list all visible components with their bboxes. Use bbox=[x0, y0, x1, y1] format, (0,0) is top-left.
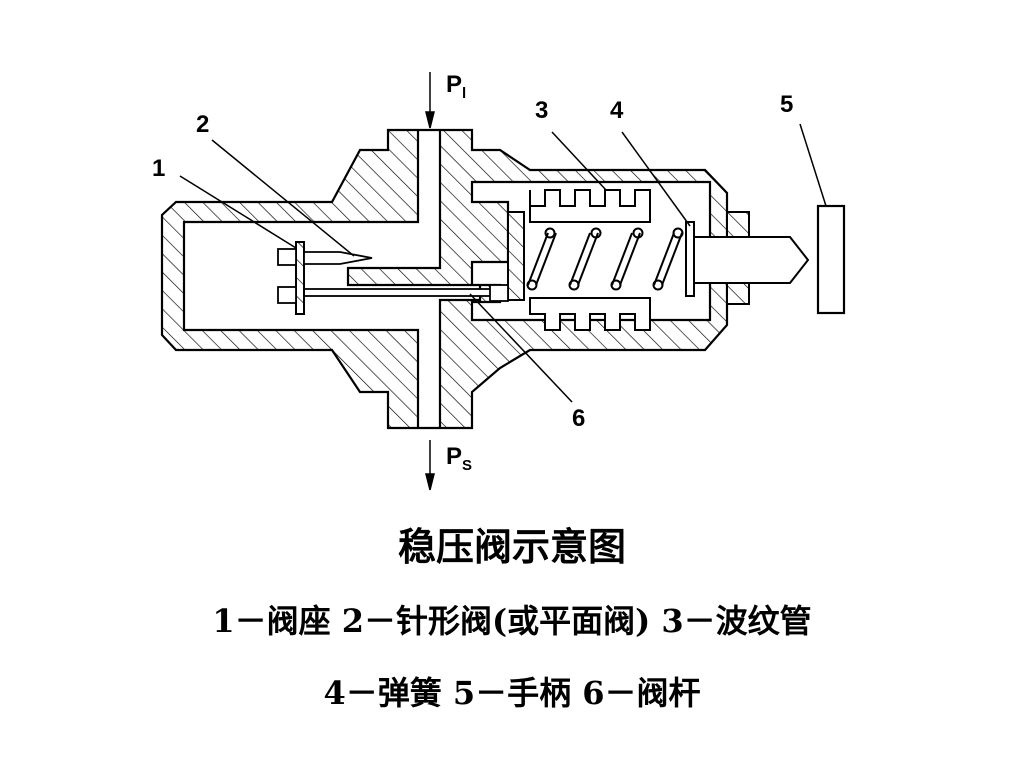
valve-seat-plate bbox=[295, 241, 305, 315]
leader-1 bbox=[179, 175, 297, 249]
part-number-1: 1 bbox=[152, 155, 165, 182]
spring bbox=[526, 227, 684, 291]
leader-3 bbox=[551, 131, 607, 191]
inlet-arrow bbox=[425, 72, 435, 129]
valve-stem-collar bbox=[489, 284, 509, 302]
part-number-3: 3 bbox=[535, 97, 548, 124]
leader-6 bbox=[469, 293, 573, 403]
outlet-arrow bbox=[425, 440, 435, 491]
leader-lines bbox=[179, 123, 827, 403]
bellows-lower bbox=[529, 297, 651, 331]
leader-4 bbox=[621, 131, 691, 227]
leader-2 bbox=[211, 139, 355, 257]
valve-stem bbox=[285, 288, 497, 297]
bellows-upper bbox=[529, 189, 651, 223]
part-number-5: 5 bbox=[780, 91, 793, 118]
valve-seat-nub-bottom bbox=[277, 286, 297, 304]
adjusting-screw bbox=[693, 236, 810, 284]
leader-5 bbox=[799, 123, 827, 207]
spring-seat-plate bbox=[685, 221, 695, 297]
part-number-4: 4 bbox=[610, 97, 624, 124]
part-number-6: 6 bbox=[572, 405, 585, 432]
legend-line-1: 1－阀座 2－针形阀(或平面阀) 3－波纹管 bbox=[212, 602, 812, 640]
part-number-2: 2 bbox=[196, 111, 209, 138]
diagram-title: 稳压阀示意图 bbox=[397, 524, 626, 569]
outlet-pressure-label: PS bbox=[446, 443, 472, 474]
valve-body bbox=[160, 128, 729, 430]
valve-seat-nub-top bbox=[277, 248, 297, 266]
legend-line-2: 4－弹簧 5－手柄 6－阀杆 bbox=[323, 674, 701, 712]
inlet-pressure-label: Pl bbox=[446, 71, 466, 102]
bellows-end-plate bbox=[507, 211, 525, 301]
handle bbox=[816, 204, 846, 315]
needle-valve bbox=[303, 251, 373, 265]
